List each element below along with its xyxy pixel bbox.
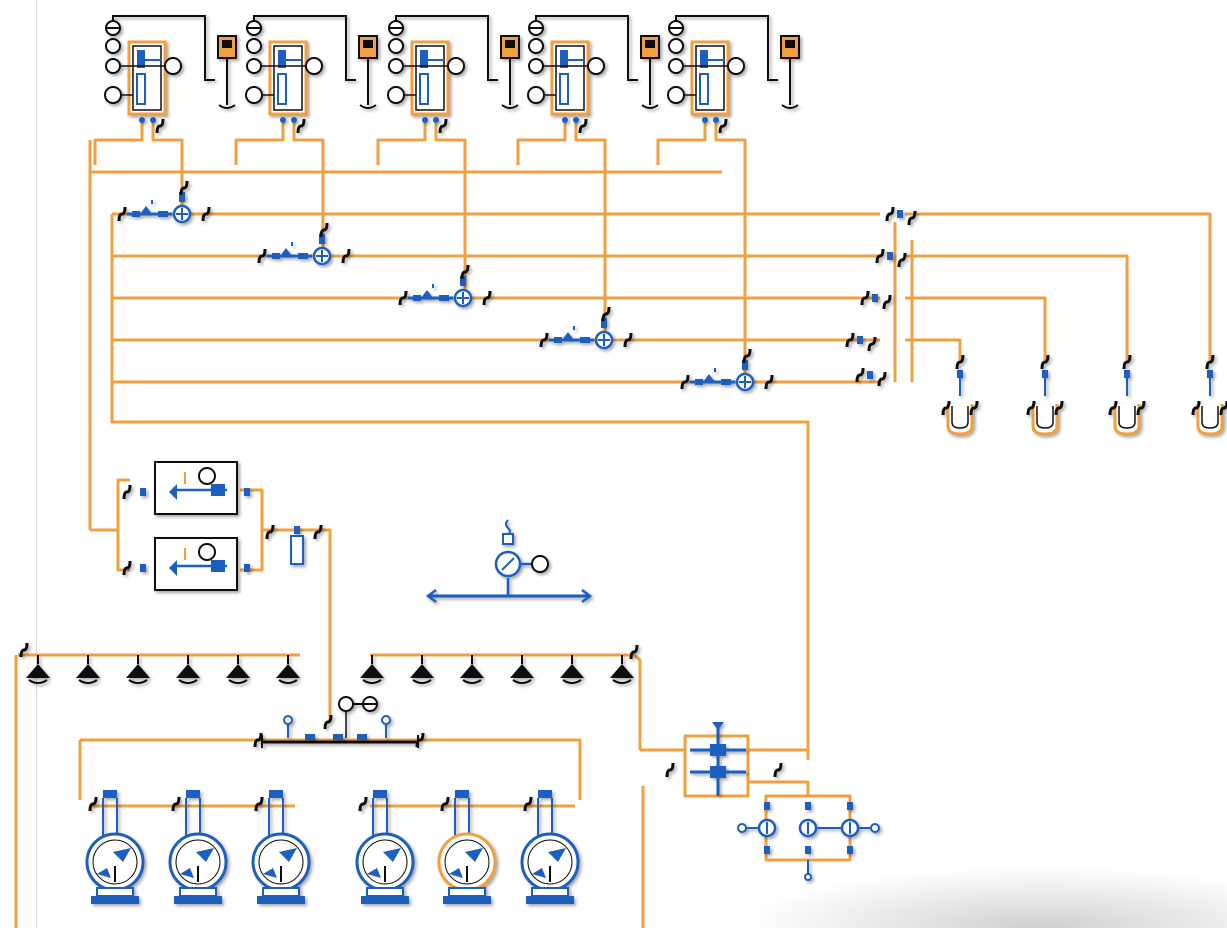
pipe-segment <box>905 212 1212 360</box>
pump-symbol-4 <box>355 790 415 904</box>
branch-valve-group-2 <box>257 222 351 266</box>
pipe-segment <box>905 296 1047 360</box>
pipe-segment <box>110 214 810 760</box>
diffuser-symbol-10 <box>510 655 534 684</box>
pipe-segment <box>234 122 285 165</box>
pump-symbol-1 <box>85 790 145 904</box>
diffuser-symbol-11 <box>560 655 584 684</box>
pipe-segment <box>656 122 707 165</box>
chiller-unit-symbol-3 <box>387 15 498 134</box>
frame-border-line <box>36 0 37 928</box>
pipe-segment <box>262 528 332 720</box>
diffuser-symbol-7 <box>360 655 384 684</box>
chiller-unit-symbol-1 <box>104 15 215 134</box>
diffuser-symbol-8 <box>410 655 434 684</box>
manifold-valve-1 <box>885 206 917 226</box>
pipe-segment <box>376 122 427 165</box>
pipe-segment <box>434 122 467 299</box>
chiller-unit-symbol-2 <box>245 15 356 134</box>
branch-valve-group-5 <box>680 348 774 392</box>
background-shadow <box>760 870 1227 928</box>
branch-valve-group-3 <box>398 264 492 308</box>
diffuser-symbol-5 <box>226 655 250 684</box>
diffuser-symbol-3 <box>126 655 150 684</box>
pipe-segment <box>151 122 184 215</box>
pipe-segment <box>905 254 1129 360</box>
valve-end-icon <box>629 644 639 660</box>
chiller-unit-symbol-4 <box>527 15 638 134</box>
heat-exchanger-symbol <box>665 722 880 881</box>
pipe-segment <box>905 338 962 360</box>
pipe-network <box>14 122 1212 928</box>
pipe-segment <box>90 478 130 532</box>
pipe-segment <box>240 488 264 572</box>
control-panel-symbol-2 <box>358 35 378 109</box>
tank-symbol-4 <box>1191 354 1227 436</box>
manifold-valve-2 <box>875 248 907 268</box>
manifold-valve-3 <box>860 290 892 310</box>
pump-symbol-2 <box>168 790 228 904</box>
pump-symbol-5 <box>437 790 497 904</box>
pipe-segment <box>116 530 130 572</box>
control-panel-symbol-1 <box>217 35 237 109</box>
pump-symbol-3 <box>251 790 311 904</box>
control-panel-symbol-5 <box>780 35 800 109</box>
pipe-segment <box>714 122 747 383</box>
diffuser-symbol-12 <box>610 655 634 684</box>
strainer-symbol <box>265 524 323 565</box>
diffuser-symbol-2 <box>76 655 100 684</box>
tank-symbol-3 <box>1108 354 1146 436</box>
pipe-segment <box>292 122 325 257</box>
pipe-segment <box>80 738 582 800</box>
diffuser-symbol-9 <box>460 655 484 684</box>
control-panel-symbol-4 <box>640 35 660 109</box>
branch-valve-group-1 <box>117 180 211 224</box>
control-panel-symbol-3 <box>500 35 520 109</box>
filter-box-symbol-2 <box>122 537 250 591</box>
header-manifold-symbol <box>253 696 425 748</box>
tank-symbol-1 <box>941 354 979 436</box>
pump-symbol-6 <box>520 790 580 904</box>
equipment-symbols <box>19 15 1227 904</box>
manifold-valve-5 <box>855 367 887 387</box>
pipe-segment <box>516 122 567 165</box>
diffuser-symbol-1 <box>26 655 50 684</box>
branch-valve-group-4 <box>539 306 633 350</box>
pipe-segment <box>574 122 607 341</box>
pipe-segment <box>370 653 642 750</box>
manifold-valve-4 <box>845 332 877 352</box>
filter-box-symbol-1 <box>122 461 250 515</box>
pressure-gauge-symbol <box>425 519 593 603</box>
pipe-segment <box>93 122 144 165</box>
diffuser-symbol-4 <box>176 655 200 684</box>
diffuser-symbol-6 <box>276 655 300 684</box>
chiller-unit-symbol-5 <box>667 15 778 134</box>
pipe-segment <box>640 734 750 798</box>
valve-end-icon <box>19 642 29 658</box>
tank-symbol-2 <box>1026 354 1064 436</box>
